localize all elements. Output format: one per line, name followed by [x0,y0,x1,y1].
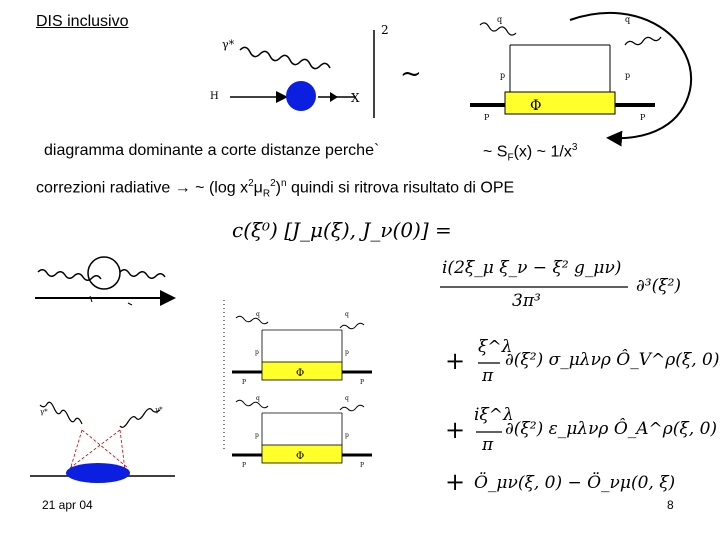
term3-denominator: π [482,435,494,455]
sub: R [262,188,271,200]
term2-numerator: ξ^λ [478,337,513,357]
bottom-left-diagram: γ* γ* [30,401,175,483]
phi-label: Φ [530,98,541,114]
equation-lhs: c(ξ⁰) [J_μ(ξ), J_ν(0)] = [232,218,452,242]
mid-diagram-b: Φ q q p p P P [232,395,372,469]
plus-sign: + [445,468,466,496]
P-label: P [360,379,364,386]
term3-numerator: iξ^λ [474,405,514,425]
hadron-blob [66,463,130,483]
top-left-diagram: γ* H X 2 ~ [210,23,422,118]
text-part: quindi si ritrova risultato di OPE [286,179,515,197]
sf-prefix: ~ S [483,143,508,161]
gamma-label: γ* [40,408,48,416]
loop-diagram [35,256,176,306]
term1-numerator: i(2ξ_μ ξ_ν − ξ² g_μν) [442,258,622,278]
q-label: q [256,311,260,318]
phi-box [504,91,616,115]
term4: Ö_μν(ξ, 0) − Ö_νμ(0, ξ) [474,473,676,493]
square-label: 2 [381,23,389,37]
phi-label: Φ [296,368,304,379]
p-label: p [345,432,349,439]
p-label: p [625,71,630,80]
h-label: H [210,91,219,102]
sup: 2 [270,178,276,189]
gamma-label: γ* [222,38,235,51]
hadron-blob [286,81,316,111]
mid-diagram-a: Φ q q p p P P [232,311,372,386]
q-label: q [625,15,630,24]
slide-title: DIS inclusivo [36,13,129,30]
dominant-diagram-text: diagramma dominante a corte distanze per… [44,142,380,159]
P-label: P [360,462,364,469]
page-number: 8 [667,498,674,512]
sf-rest: (x) ~ 1/x [513,143,572,161]
term1-denominator: 3π³ [512,291,541,311]
sf-sub: F [507,152,514,164]
structure-function-relation: ~ SF(x) ~ 1/x3 [483,142,577,164]
sf-sup: 3 [571,142,578,153]
phi-label: Φ [296,451,304,462]
term2-denominator: π [482,366,494,386]
q-label: q [256,395,260,402]
mu-symbol: μ [253,179,263,197]
curved-arrow [569,11,693,147]
radiative-corrections-text: correzioni radiative → ~ (log x2μR2)n qu… [36,178,514,200]
slide-date: 21 apr 04 [42,498,93,512]
q-label: q [345,395,349,402]
x-label: X [351,91,360,105]
text-part: ) [275,179,281,197]
term3-rest: ∂(ξ²) ε_μλνρ Ô_A^ρ(ξ, 0) [505,419,718,439]
sup: n [281,178,287,189]
plus-sign: + [445,347,466,375]
tilde-symbol: ~ [400,59,422,89]
p-label: p [255,349,259,356]
P-label: P [242,462,246,469]
text-part: correzioni radiative → ~ (log x [36,179,249,197]
q-label: q [345,311,349,318]
p-label: p [255,432,259,439]
top-right-diagram: Φ q q p p P P [470,15,662,122]
photon-line [239,46,331,70]
sup: 2 [248,178,254,189]
p-label: p [345,349,349,356]
term1-derivative: ∂³(ξ²) [636,276,682,296]
term2-rest: ∂(ξ²) σ_μλνρ Ô_V^ρ(ξ, 0) [505,350,720,370]
P-label: P [640,113,646,122]
q-label: q [497,15,502,24]
P-label: P [484,113,490,122]
plus-sign: + [445,416,466,444]
P-label: P [242,379,246,386]
gamma-label: γ* [155,406,163,414]
p-label: p [500,71,505,80]
